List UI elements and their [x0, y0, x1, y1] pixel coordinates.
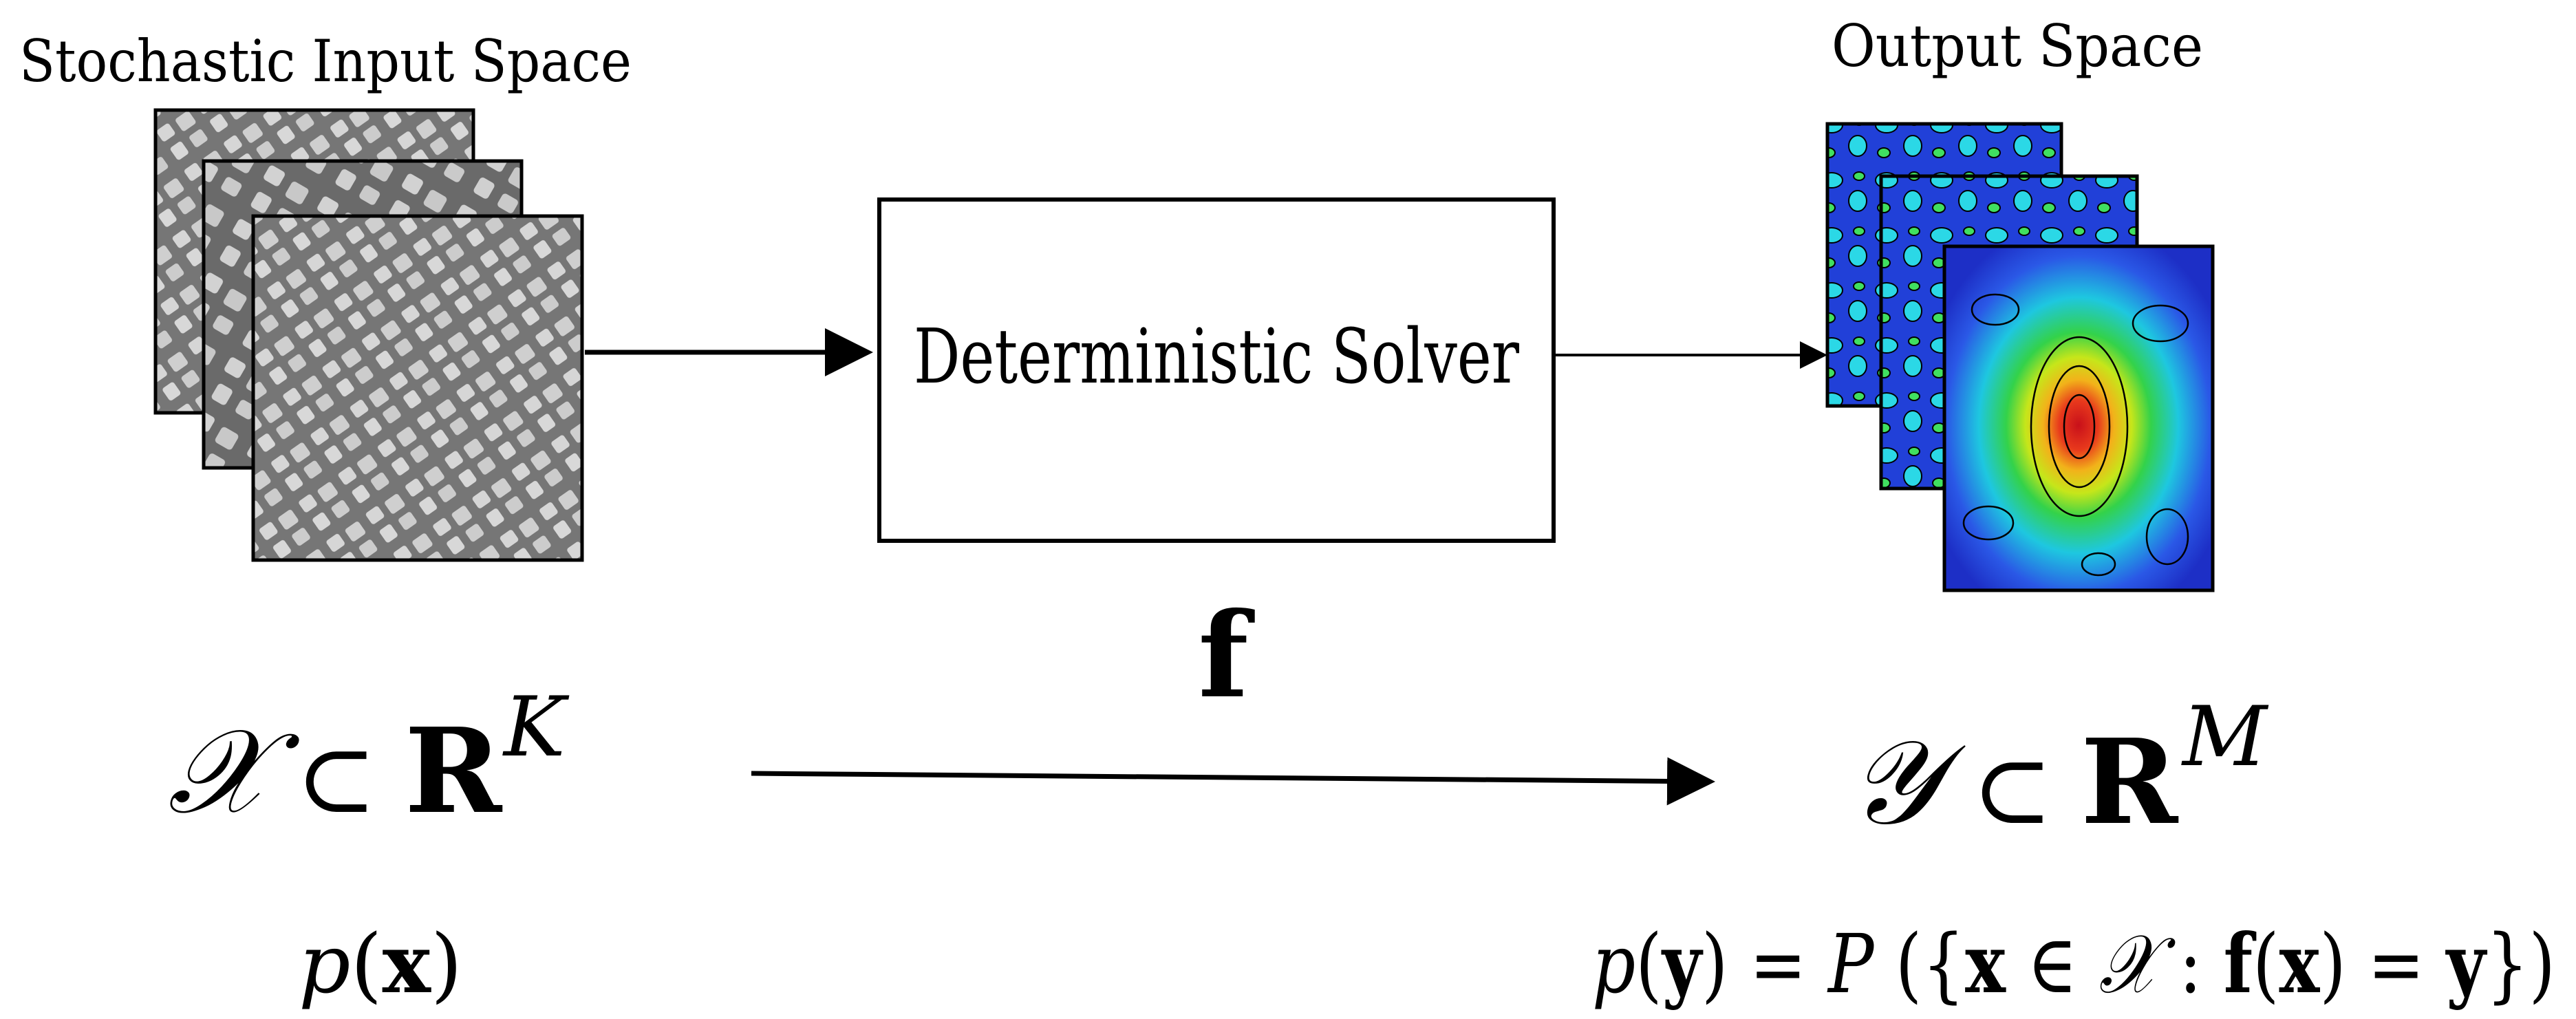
input-image-stack — [153, 108, 584, 562]
input-image-front — [251, 214, 584, 562]
output-prob-x: x — [1965, 916, 2006, 1011]
input-prob-var: x — [383, 916, 432, 1011]
output-prob-f: f — [2224, 916, 2257, 1011]
input-space-expression: 𝒳 ⊂ R K — [168, 680, 570, 840]
input-field-symbol: R — [405, 702, 503, 840]
map-symbol-f: f — [1198, 587, 1255, 725]
input-prob-open: ( — [351, 916, 383, 1011]
solver-box — [877, 197, 1556, 543]
output-prob-eq2: = — [2346, 916, 2446, 1011]
input-subset-symbol: ⊂ — [296, 723, 376, 835]
output-prob-lhs-var: y — [1661, 916, 1704, 1011]
output-prob-eq: = — [1728, 916, 1828, 1011]
output-dimension: M — [2181, 689, 2269, 785]
output-prob-lhs-p: p — [1592, 916, 1635, 1011]
output-prob-colon: : — [2158, 916, 2224, 1011]
input-probability: p(x) — [299, 916, 462, 1011]
output-probability: p(y) = P ({x ∈ 𝒳 : f(x) = y}) — [1592, 916, 2555, 1011]
solver-label: Deterministic Solver — [914, 312, 1519, 400]
output-space-title: Output Space — [1832, 12, 2203, 80]
output-prob-P: P — [1827, 916, 1875, 1011]
input-prob-p: p — [299, 916, 351, 1011]
output-space-expression: 𝒴 ⊂ R M — [1848, 689, 2269, 851]
input-prob-close: ) — [431, 916, 462, 1011]
output-prob-lhs-open: ( — [1635, 916, 1662, 1011]
output-prob-rhs-open: ({ — [1874, 916, 1965, 1011]
output-space-symbol: 𝒴 — [1848, 715, 1966, 851]
input-space-symbol: 𝒳 — [168, 704, 300, 840]
output-prob-fx: x — [2279, 916, 2321, 1011]
output-image-front — [1942, 244, 2215, 592]
output-subset-symbol: ⊂ — [1972, 734, 2052, 846]
output-contours — [1962, 293, 2189, 577]
output-prob-rhs-close: }) — [2486, 916, 2555, 1011]
arrow-map-f — [751, 757, 1715, 806]
output-prob-lhs-close: ) — [1702, 916, 1728, 1011]
output-prob-y: y — [2445, 916, 2488, 1011]
output-prob-f-close: ) — [2319, 916, 2346, 1011]
output-prob-in: ∈ — [2006, 916, 2099, 1011]
input-dimension: K — [502, 680, 570, 775]
output-image-stack — [1825, 122, 2215, 592]
input-space-title: Stochastic Input Space — [19, 28, 632, 95]
output-prob-f-open: ( — [2253, 916, 2279, 1011]
output-field-symbol: R — [2081, 714, 2179, 851]
